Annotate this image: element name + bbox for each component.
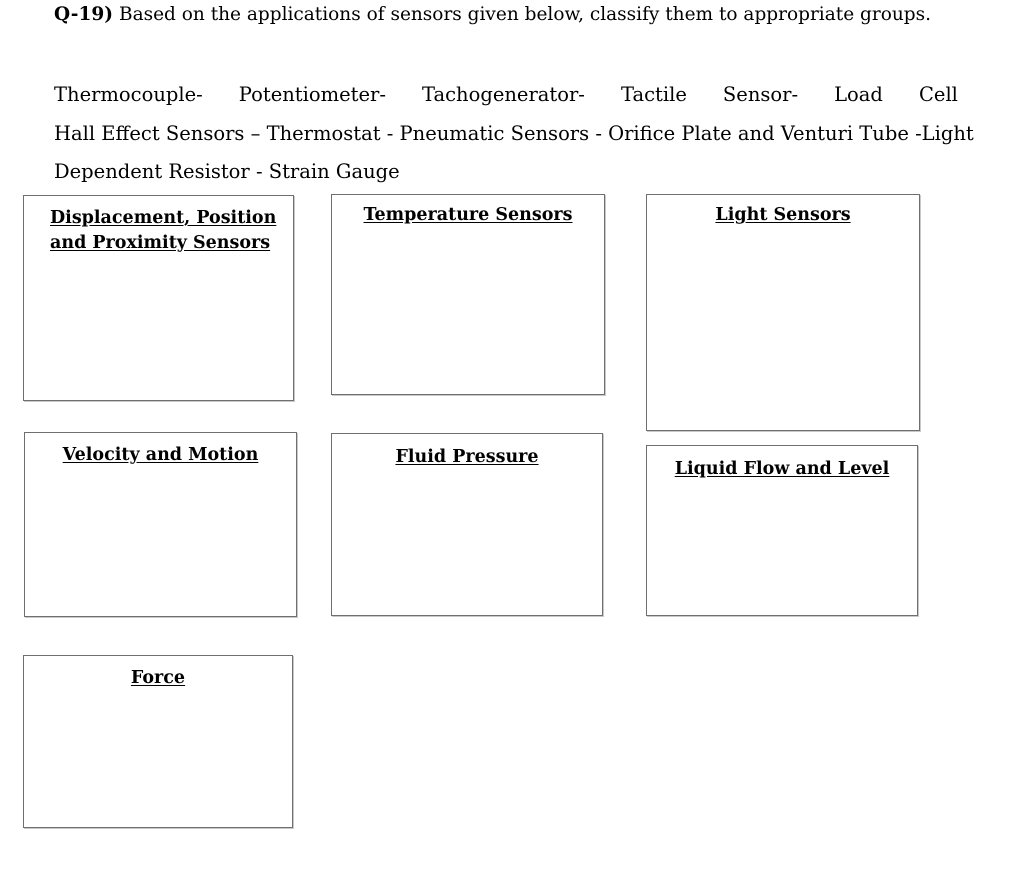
category-title-line-1: Displacement, Position: [50, 208, 277, 228]
sensor-item: Sensor-: [722, 83, 799, 106]
category-title-fluid-pressure: Fluid Pressure: [332, 445, 602, 470]
sensor-item: Tachogenerator-: [422, 83, 585, 106]
sensor-list-paragraph: Thermocouple- Potentiometer- Tachogenera…: [54, 76, 974, 192]
category-box-force[interactable]: Force: [23, 655, 293, 828]
category-title-light: Light Sensors: [647, 203, 919, 228]
sensor-list-line-3: Dependent Resistor - Strain Gauge: [54, 160, 400, 183]
category-title-force: Force: [24, 666, 292, 691]
category-box-fluid-pressure[interactable]: Fluid Pressure: [331, 433, 603, 616]
sensor-item: Cell: [918, 83, 958, 106]
category-title-temperature: Temperature Sensors: [332, 203, 604, 228]
category-title-displacement: Displacement, Position and Proximity Sen…: [50, 206, 277, 256]
question-block: Q-19)Based on the applications of sensor…: [54, 2, 959, 28]
category-box-displacement[interactable]: Displacement, Position and Proximity Sen…: [23, 195, 294, 401]
category-box-liquid-flow[interactable]: Liquid Flow and Level: [646, 445, 918, 616]
category-title-liquid-flow: Liquid Flow and Level: [647, 457, 917, 482]
sensor-list-line-1: Thermocouple- Potentiometer- Tachogenera…: [54, 76, 958, 115]
sensor-item: Load: [834, 83, 883, 106]
category-box-temperature[interactable]: Temperature Sensors: [331, 194, 605, 395]
category-box-velocity[interactable]: Velocity and Motion: [24, 432, 297, 617]
category-title-line-1: Temperature Sensors: [363, 205, 573, 225]
category-box-light[interactable]: Light Sensors: [646, 194, 920, 431]
category-title-line-2: and Proximity Sensors: [50, 233, 271, 253]
sensor-list-line-2: Hall Effect Sensors – Thermostat - Pneum…: [54, 121, 974, 145]
sensor-item: Potentiometer-: [238, 83, 386, 106]
question-text-line: Q-19)Based on the applications of sensor…: [54, 2, 959, 28]
sensor-item: Tactile: [620, 83, 687, 106]
sensor-item: Thermocouple-: [54, 83, 203, 106]
category-title-velocity: Velocity and Motion: [25, 443, 296, 468]
category-title-line-1: Fluid Pressure: [395, 447, 539, 467]
question-number: Q-19): [54, 4, 113, 25]
category-title-line-1: Light Sensors: [715, 205, 851, 225]
category-title-line-1: Force: [130, 668, 186, 688]
question-statement: Based on the applications of sensors giv…: [118, 4, 931, 25]
category-title-line-1: Liquid Flow and Level: [674, 459, 890, 479]
category-title-line-1: Velocity and Motion: [62, 445, 259, 465]
